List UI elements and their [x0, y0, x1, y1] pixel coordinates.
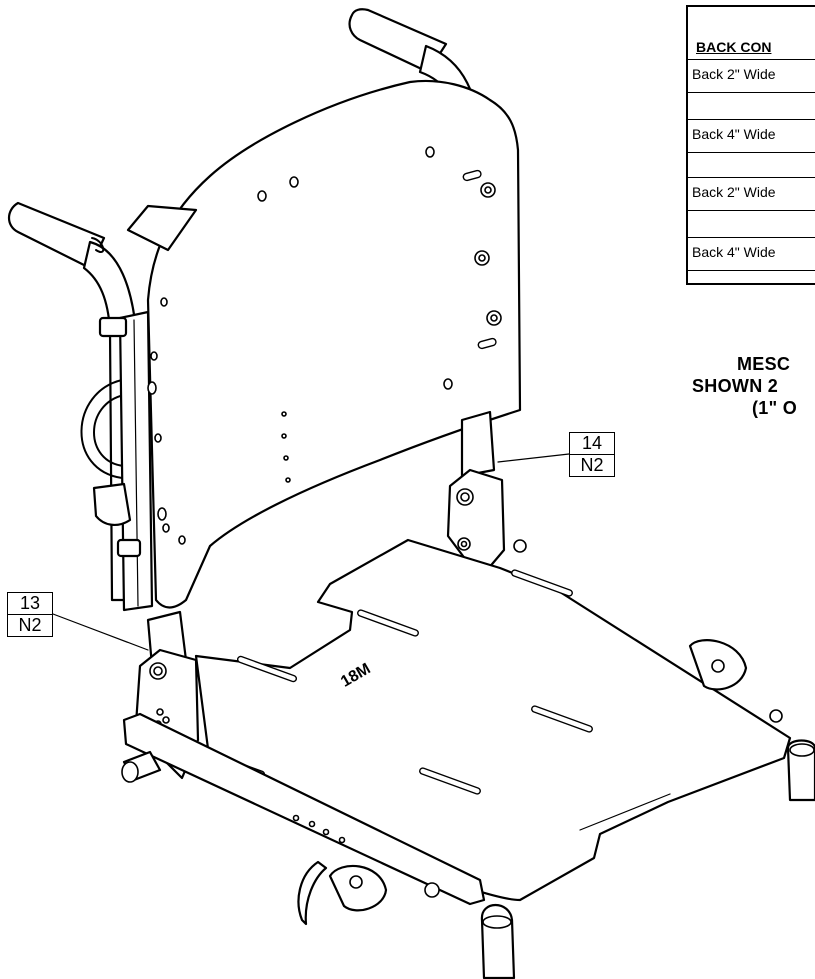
- right-hinge-bracket: [446, 410, 527, 578]
- note-line-2: SHOWN 2: [692, 376, 779, 396]
- table-cell: Back 4" Wide: [692, 126, 776, 142]
- back-plate: [92, 79, 522, 612]
- front-caster-mount: [480, 739, 815, 979]
- table-row: Back 2" Wide: [688, 177, 815, 211]
- side-rail: [122, 712, 486, 906]
- callout-note-ref: N2: [18, 615, 42, 635]
- callout-item-number: 14: [570, 433, 614, 455]
- callout-item-number: 13: [8, 593, 52, 615]
- table-row: Back 2" Wide: [688, 59, 815, 93]
- left-side-loop: [80, 379, 125, 479]
- note-line-3: (1" O: [752, 398, 798, 418]
- right-clamp: [688, 639, 748, 691]
- note-line-1: MESC: [737, 354, 791, 374]
- back-config-table: BACK CON Back 2" Wide Back 4" Wide Back …: [686, 5, 815, 285]
- table-cell: Back 2" Wide: [692, 66, 776, 82]
- callout-note-ref: N2: [580, 455, 604, 475]
- table-cell: Back 4" Wide: [692, 244, 776, 260]
- knob-bottom: [424, 709, 783, 898]
- knob-left: [121, 750, 162, 783]
- table-cell: Back 2" Wide: [692, 184, 776, 200]
- left-push-handle: [7, 201, 138, 602]
- table-row: Back 4" Wide: [688, 237, 815, 271]
- table-header: BACK CON: [696, 39, 772, 55]
- seat-plate: 18M: [194, 538, 792, 902]
- callout-balloon-14: 14 N2: [569, 432, 615, 477]
- table-row: Back 4" Wide: [688, 119, 815, 153]
- callout-balloon-13: 13 N2: [7, 592, 53, 637]
- lever-clamp: [297, 860, 388, 926]
